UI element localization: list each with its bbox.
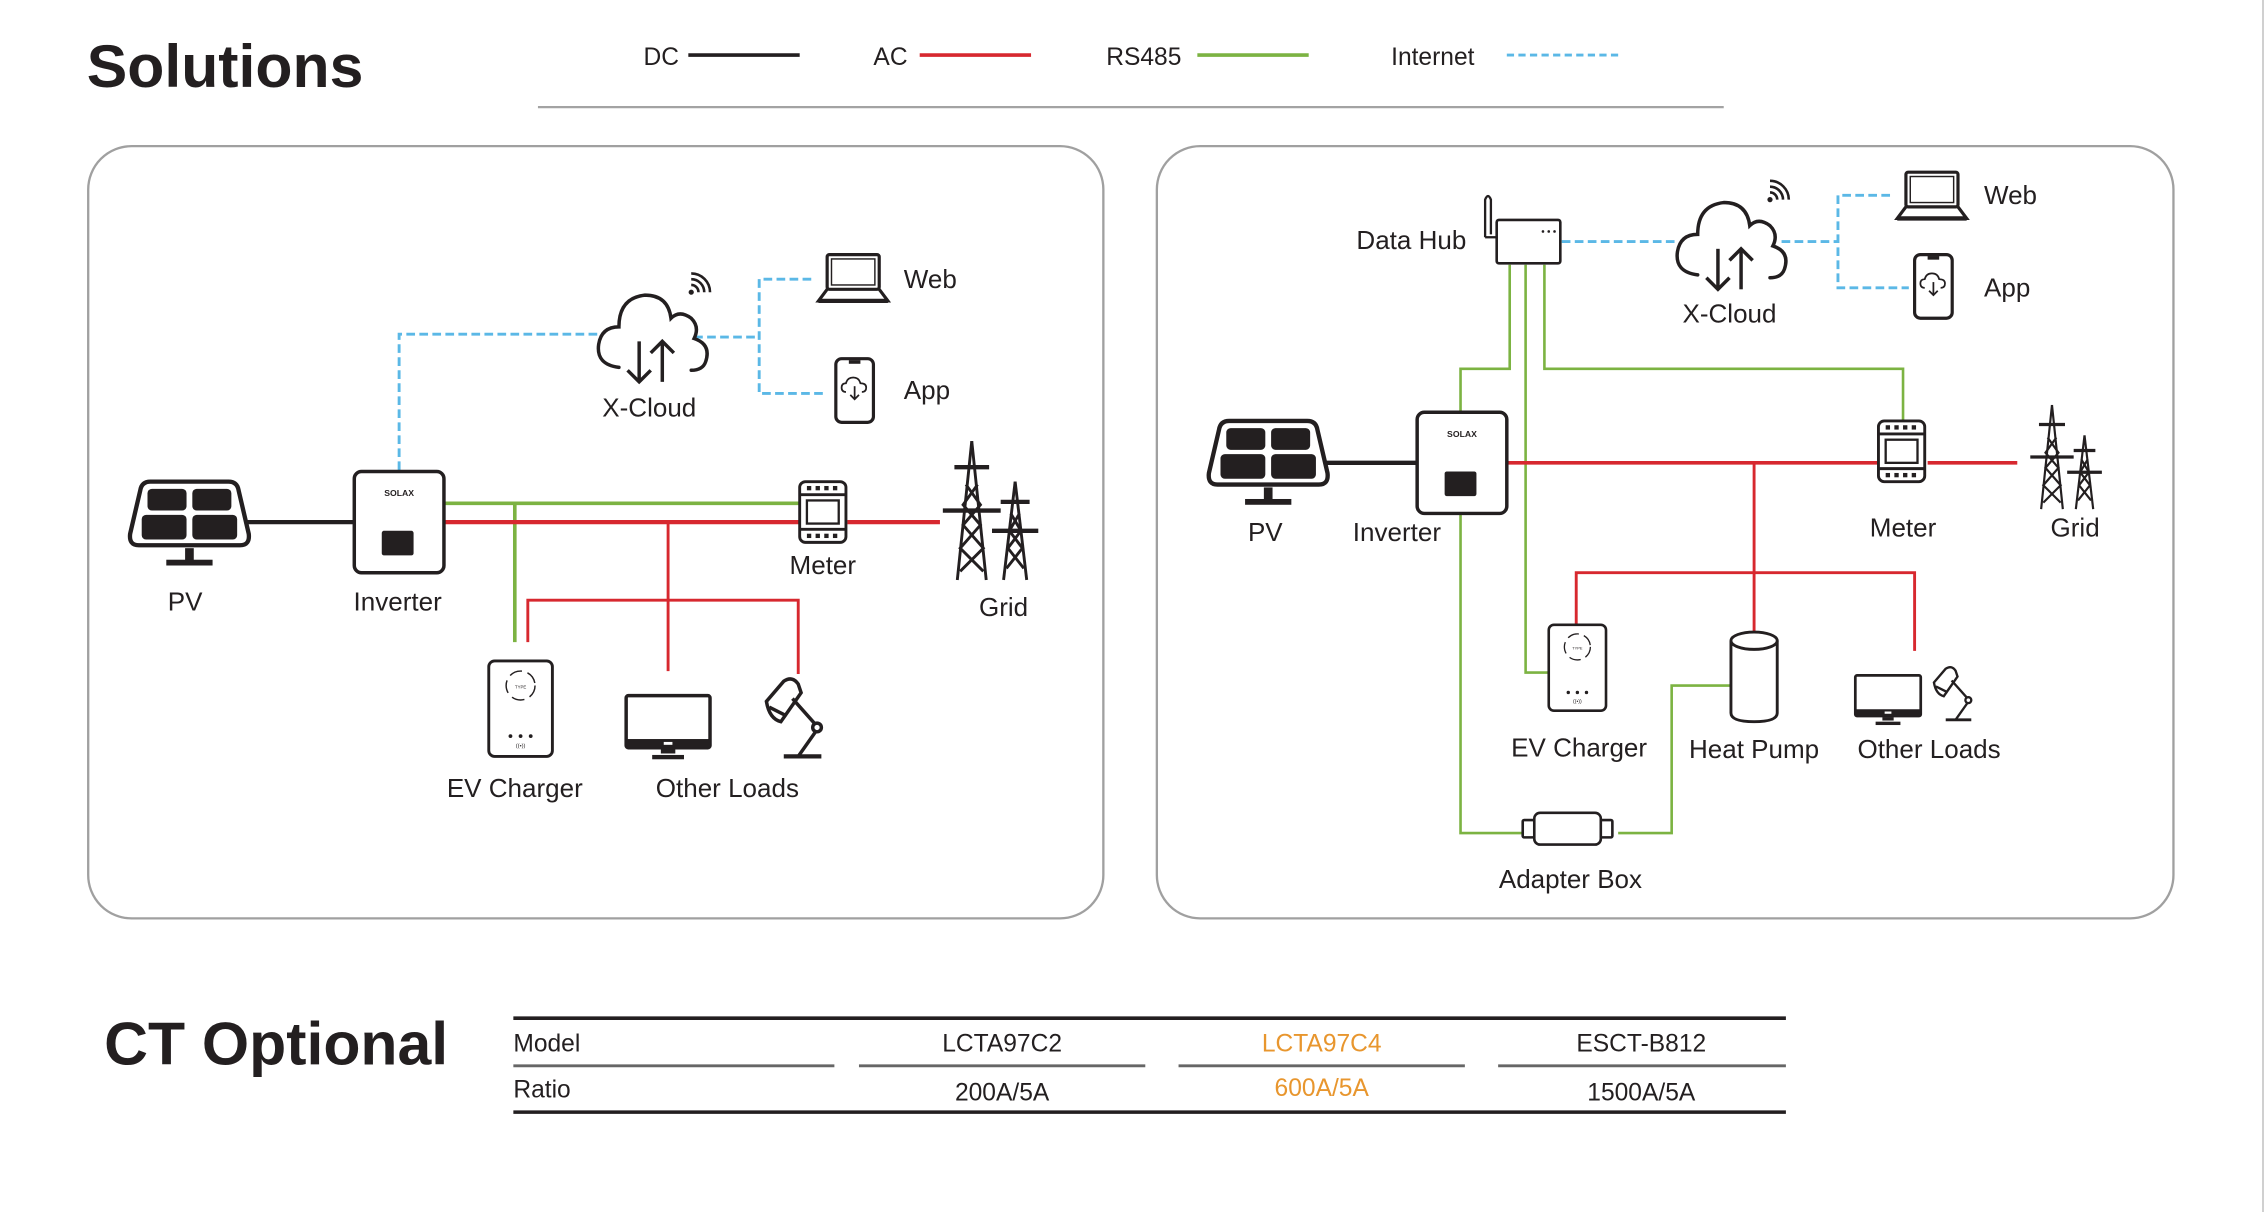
rs485-wire-hub-ev — [1524, 264, 1551, 674]
ev-charger-icon — [1547, 623, 1608, 712]
label-inverter: Inverter — [1353, 517, 1442, 547]
ac-wire-ev-loads — [1574, 571, 1917, 651]
ct-row-header-ratio: Ratio — [513, 1077, 570, 1104]
legend: DC AC RS485 Internet — [644, 44, 1619, 71]
legend-item-dc: DC — [644, 44, 800, 71]
ac-wire-ev-lamp — [526, 598, 800, 674]
ev-charger-icon — [487, 659, 554, 758]
internet-wire-web-app — [1836, 193, 1909, 290]
inverter-icon — [1415, 410, 1509, 516]
label-other-loads: Other Loads — [656, 773, 799, 803]
label-grid: Grid — [2051, 513, 2100, 543]
label-grid: Grid — [979, 592, 1028, 622]
ct-cell-model: ESCT-B812 — [1576, 1030, 1706, 1057]
label-xcloud: X-Cloud — [602, 393, 696, 423]
adapter-box-icon — [1521, 811, 1614, 846]
inverter-icon — [352, 469, 446, 575]
phone-icon — [1913, 253, 1954, 320]
label-heat-pump: Heat Pump — [1689, 734, 1819, 764]
label-meter: Meter — [790, 550, 857, 580]
label-app: App — [1984, 273, 2030, 303]
rs485-wire-inverter-adapter — [1459, 512, 1525, 835]
page-edge-divider — [2262, 0, 2264, 1212]
legend-label-rs485: RS485 — [1106, 44, 1181, 71]
label-xcloud: X-Cloud — [1683, 299, 1777, 329]
ct-row-header-model: Model — [513, 1030, 580, 1057]
ct-cell-model: LCTA97C2 — [942, 1030, 1062, 1057]
right-panel-frame — [1155, 144, 2175, 920]
rs485-wire-hub-meter — [1543, 264, 1905, 421]
internet-wire-inverter-cloud — [397, 332, 599, 471]
label-web: Web — [904, 264, 957, 294]
rs485-wire-adapter-heatpump — [1618, 684, 1730, 835]
meter-icon — [1877, 419, 1927, 484]
label-pv: PV — [168, 586, 203, 616]
label-app: App — [904, 375, 950, 405]
internet-wire-web-app — [757, 277, 826, 395]
right-panel: Data Hub X-Cloud Web App PV Inverter Met… — [1155, 144, 2175, 920]
left-panel-frame — [87, 144, 1105, 920]
ct-cell-ratio: 200A/5A — [955, 1080, 1050, 1107]
label-data-hub: Data Hub — [1356, 225, 1466, 255]
ct-cell-model-highlight: LCTA97C4 — [1262, 1030, 1382, 1057]
page-title: Solutions — [87, 32, 364, 100]
legend-label-ac: AC — [873, 44, 907, 71]
label-other-loads: Other Loads — [1857, 734, 2000, 764]
legend-label-internet: Internet — [1391, 44, 1475, 71]
ct-optional-section: CT Optional Model Ratio LCTA97C2 200A/5A… — [104, 1009, 1786, 1114]
legend-item-ac: AC — [873, 44, 1032, 71]
ct-cell-ratio-highlight: 600A/5A — [1275, 1075, 1370, 1102]
left-panel: PV Inverter X-Cloud Web App Meter Grid E… — [87, 144, 1105, 920]
label-inverter: Inverter — [354, 586, 443, 616]
label-meter: Meter — [1870, 513, 1937, 543]
label-ev-charger: EV Charger — [1511, 732, 1647, 762]
ct-optional-title: CT Optional — [104, 1009, 448, 1077]
ct-cell-ratio: 1500A/5A — [1587, 1080, 1696, 1107]
label-adapter-box: Adapter Box — [1499, 864, 1642, 894]
meter-icon — [798, 480, 848, 544]
label-web: Web — [1984, 180, 2037, 210]
label-ev-charger: EV Charger — [447, 773, 583, 803]
label-pv: PV — [1248, 517, 1283, 547]
legend-item-rs485: RS485 — [1106, 44, 1309, 71]
rs485-wire-hub-inverter — [1459, 264, 1512, 417]
phone-icon — [834, 357, 876, 424]
legend-item-internet: Internet — [1391, 44, 1619, 71]
heat-pump-icon — [1729, 630, 1779, 724]
legend-label-dc: DC — [644, 44, 679, 71]
